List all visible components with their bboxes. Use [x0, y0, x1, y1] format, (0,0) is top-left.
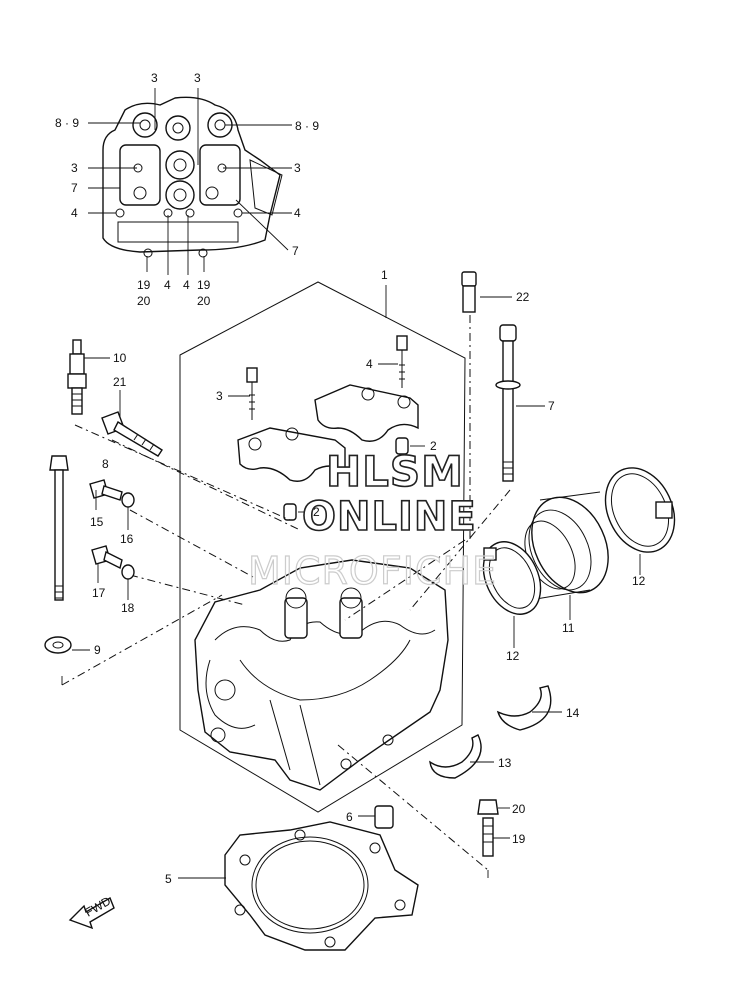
washer [44, 636, 72, 654]
half-ring-13 [429, 734, 482, 779]
callout-19: 19 [512, 832, 526, 846]
callout-3: 3 [71, 161, 78, 175]
svg-text:MICROFICHE: MICROFICHE [248, 549, 497, 593]
callout-11: 11 [562, 621, 575, 635]
callout-7: 7 [71, 181, 78, 195]
callout-19: 19 [197, 278, 211, 292]
callout-6: 6 [346, 810, 353, 824]
assembly-outline [179, 281, 466, 813]
callout-17: 17 [92, 586, 106, 600]
callout-4: 4 [164, 278, 171, 292]
top-view-leaders [88, 88, 292, 275]
svg-text:ONLINE: ONLINE [302, 494, 477, 540]
callout-2: 2 [430, 439, 437, 453]
callout-20: 20 [137, 294, 151, 308]
callout-8-9: 8 · 9 [295, 119, 319, 133]
nut-and-stud [477, 799, 499, 857]
callout-13: 13 [498, 756, 512, 770]
main-leaders [72, 285, 641, 879]
callout-3: 3 [194, 71, 201, 85]
callout-12: 12 [506, 649, 520, 663]
callout-4: 4 [366, 357, 373, 371]
svg-text:HLSM: HLSM [326, 447, 464, 496]
bolt-17 [91, 545, 135, 580]
dowel-pin [395, 437, 409, 455]
plug-22 [461, 271, 477, 313]
hose-clamp-top [604, 467, 676, 553]
dowel-pin [283, 503, 297, 521]
camshaft-bolts [246, 335, 408, 420]
long-bolt [101, 411, 163, 457]
half-ring-14 [496, 685, 552, 731]
callout-12: 12 [632, 574, 646, 588]
callout-15: 15 [90, 515, 104, 529]
bolt-15 [89, 479, 135, 508]
callout-3: 3 [294, 161, 301, 175]
callout-8-9: 8 · 9 [55, 116, 79, 130]
callout-16: 16 [120, 532, 134, 546]
callout-8: 8 [102, 457, 109, 471]
stud-bolt-7 [495, 324, 521, 482]
spark-plug [67, 339, 87, 415]
forward-arrow-icon: FWD [68, 894, 115, 930]
callout-20: 20 [512, 802, 526, 816]
callout-2: 2 [313, 505, 320, 519]
callout-7: 7 [292, 244, 299, 258]
callout-20: 20 [197, 294, 211, 308]
callout-3: 3 [151, 71, 158, 85]
watermark: HLSM ONLINE MICROFICHE [247, 446, 497, 593]
cylinder-head [194, 559, 449, 791]
long-stud [49, 455, 69, 601]
assembly-center-lines [61, 315, 511, 878]
camshaft-holder [237, 384, 419, 482]
callout-19: 19 [137, 278, 151, 292]
callout-14: 14 [566, 706, 580, 720]
cylinder-head-top-view [102, 96, 283, 258]
callout-22: 22 [516, 290, 530, 304]
callout-1: 1 [381, 268, 388, 282]
callout-7: 7 [548, 399, 555, 413]
head-gasket [224, 821, 419, 951]
callout-4: 4 [71, 206, 78, 220]
callout-4: 4 [294, 206, 301, 220]
callout-10: 10 [113, 351, 127, 365]
callout-3: 3 [216, 389, 223, 403]
callout-9: 9 [94, 643, 101, 657]
callout-4: 4 [183, 278, 190, 292]
dowel-6 [374, 805, 394, 829]
hose-clamp-bottom [482, 541, 542, 615]
callout-labels: 3 3 8 · 9 8 · 9 3 3 7 4 4 7 19 20 4 4 19… [55, 71, 646, 886]
callout-5: 5 [165, 872, 172, 886]
intake-pipe [524, 491, 609, 601]
callout-21: 21 [113, 375, 127, 389]
callout-18: 18 [121, 601, 135, 615]
